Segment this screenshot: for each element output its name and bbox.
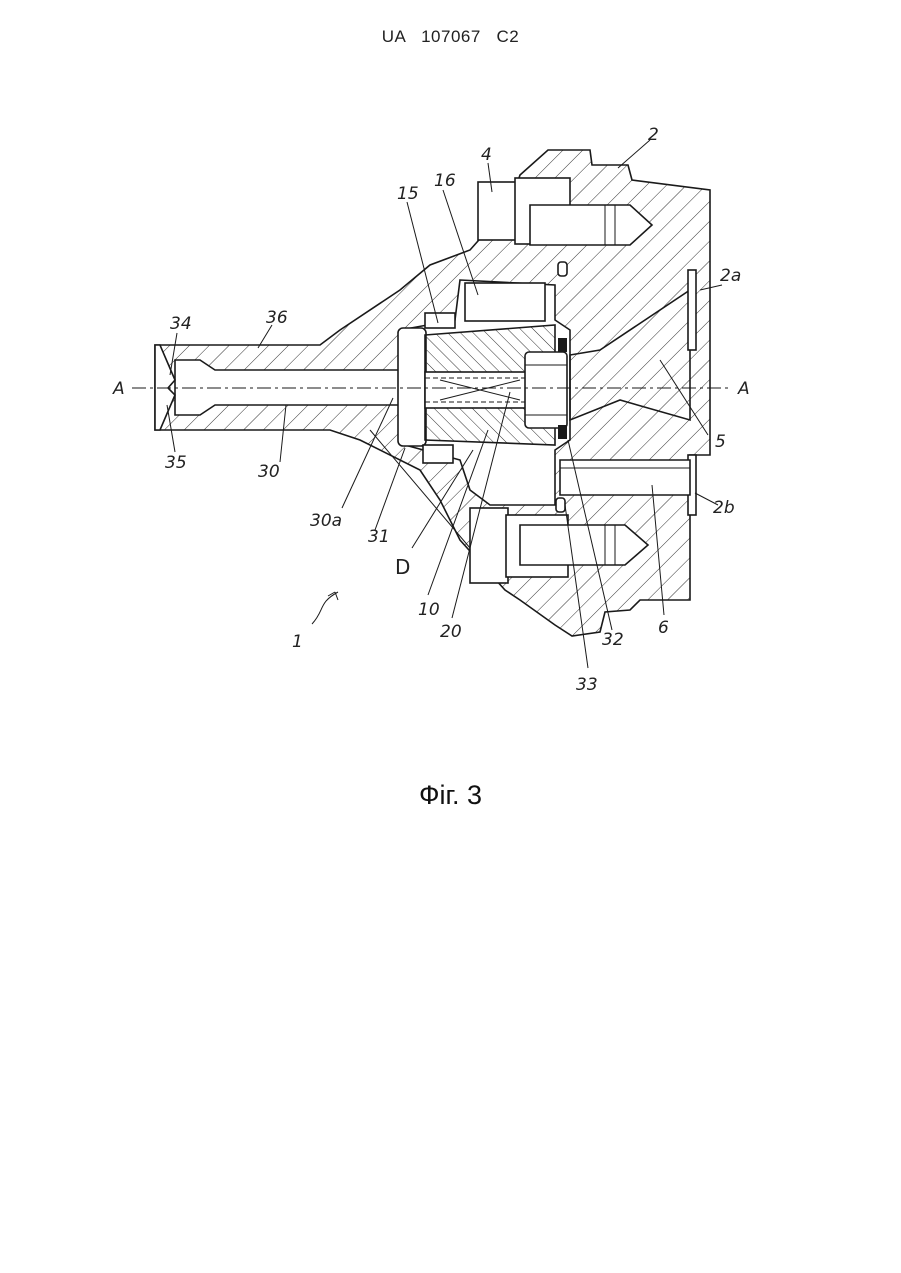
label-35: 35 (165, 453, 187, 473)
label-20: 20 (440, 622, 462, 642)
label-33: 33 (576, 675, 598, 695)
label-2b: 2b (713, 498, 735, 518)
label-2: 2 (648, 125, 659, 145)
flange-31 (398, 328, 426, 446)
detail-15-bottom (423, 445, 453, 463)
label-10: 10 (418, 600, 440, 620)
bolt-bottom-shank (520, 525, 648, 565)
detail-15 (425, 313, 455, 328)
label-5: 5 (715, 432, 726, 452)
bolt-4-head (478, 182, 516, 240)
label-36: 36 (266, 308, 288, 328)
label-30: 30 (258, 462, 280, 482)
label-31: 31 (368, 527, 390, 547)
label-4: 4 (481, 145, 492, 165)
inner-bore (425, 372, 530, 408)
label-30a: 30a (310, 511, 342, 531)
label-2a: 2a (720, 266, 741, 286)
seal-top (558, 338, 567, 352)
oring-bottom (556, 498, 565, 512)
detail-16 (465, 283, 545, 321)
label-D: D (395, 555, 410, 579)
collar-32 (525, 352, 567, 428)
bolt-4-shank (530, 205, 652, 245)
figure-caption: Фіг. 3 (0, 780, 901, 811)
label-6: 6 (658, 618, 669, 638)
bolt-bottom-head (470, 508, 508, 583)
slot-2a (688, 270, 696, 350)
oring-top (558, 262, 567, 276)
label-A-right: A (737, 379, 750, 399)
seal-bottom (558, 425, 567, 439)
label-32: 32 (602, 630, 624, 650)
label-15: 15 (397, 184, 419, 204)
label-1: 1 (292, 632, 303, 652)
label-A-left: A (112, 379, 125, 399)
label-16: 16 (434, 171, 456, 191)
label-34: 34 (170, 314, 192, 334)
